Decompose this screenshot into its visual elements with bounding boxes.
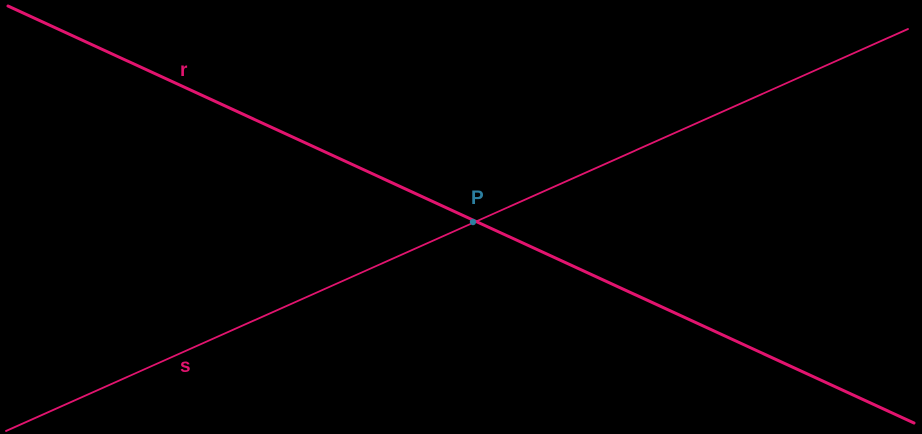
- point-p-dot: [469, 218, 477, 226]
- line-s: [5, 28, 909, 432]
- point-p-label: P: [471, 188, 484, 209]
- line-r-label: r: [180, 60, 188, 81]
- line-s-label: s: [180, 356, 191, 377]
- line-r: [6, 4, 916, 425]
